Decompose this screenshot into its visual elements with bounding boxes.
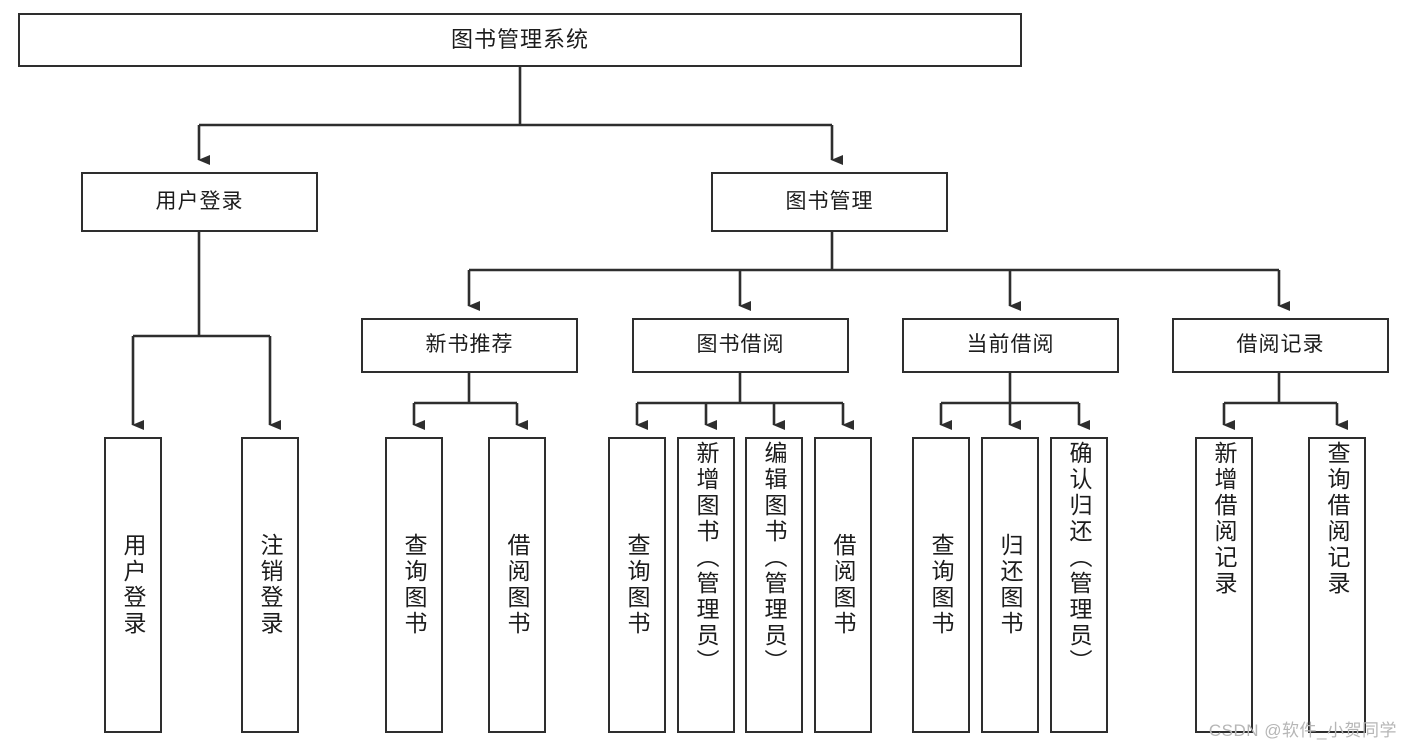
node-label: 新书推荐 — [425, 333, 514, 357]
leaf-add-book-admin[interactable]: 新增图书（管理员） — [677, 437, 735, 733]
leaf-return-books[interactable]: 归还图书 — [981, 437, 1039, 733]
leaf-borrow-books-recommend[interactable]: 借阅图书 — [488, 437, 546, 733]
leaf-label: 归还图书 — [997, 533, 1024, 637]
leaf-label: 新增借阅记录 — [1211, 441, 1238, 597]
leaf-query-books-borrow[interactable]: 查询图书 — [608, 437, 666, 733]
leaf-add-borrow-record[interactable]: 新增借阅记录 — [1195, 437, 1253, 733]
node-label: 图书借阅 — [696, 333, 785, 357]
leaf-label: 查询图书 — [928, 533, 955, 637]
leaf-label: 确认归还（管理员） — [1066, 441, 1093, 675]
leaf-label: 借阅图书 — [830, 533, 857, 637]
leaf-label: 查询图书 — [401, 533, 428, 637]
leaf-user-login[interactable]: 用户登录 — [104, 437, 162, 733]
node-book-management[interactable]: 图书管理 — [711, 172, 948, 232]
node-label: 用户登录 — [155, 189, 244, 213]
node-book-borrowing[interactable]: 图书借阅 — [632, 318, 849, 373]
leaf-label: 注销登录 — [257, 533, 284, 637]
leaf-query-books-recommend[interactable]: 查询图书 — [385, 437, 443, 733]
leaf-label: 查询借阅记录 — [1324, 441, 1351, 597]
leaf-label: 查询图书 — [624, 533, 651, 637]
node-root-book-management-system[interactable]: 图书管理系统 — [18, 13, 1022, 67]
node-label: 图书管理系统 — [450, 27, 589, 53]
watermark-text: CSDN @软件_小贺同学 — [1208, 721, 1397, 740]
leaf-label: 用户登录 — [120, 533, 147, 637]
node-borrowing-record[interactable]: 借阅记录 — [1172, 318, 1389, 373]
leaf-logout[interactable]: 注销登录 — [241, 437, 299, 733]
node-label: 图书管理 — [785, 189, 874, 213]
leaf-confirm-return-admin[interactable]: 确认归还（管理员） — [1050, 437, 1108, 733]
leaf-label: 编辑图书（管理员） — [761, 441, 788, 675]
leaf-edit-book-admin[interactable]: 编辑图书（管理员） — [745, 437, 803, 733]
leaf-query-borrow-record[interactable]: 查询借阅记录 — [1308, 437, 1366, 733]
node-label: 借阅记录 — [1236, 333, 1325, 357]
leaf-label: 新增图书（管理员） — [693, 441, 720, 675]
node-user-login[interactable]: 用户登录 — [81, 172, 318, 232]
node-new-book-recommendation[interactable]: 新书推荐 — [361, 318, 578, 373]
node-label: 当前借阅 — [966, 333, 1055, 357]
leaf-borrow-books[interactable]: 借阅图书 — [814, 437, 872, 733]
leaf-query-books-current[interactable]: 查询图书 — [912, 437, 970, 733]
node-current-borrowing[interactable]: 当前借阅 — [902, 318, 1119, 373]
leaf-label: 借阅图书 — [504, 533, 531, 637]
